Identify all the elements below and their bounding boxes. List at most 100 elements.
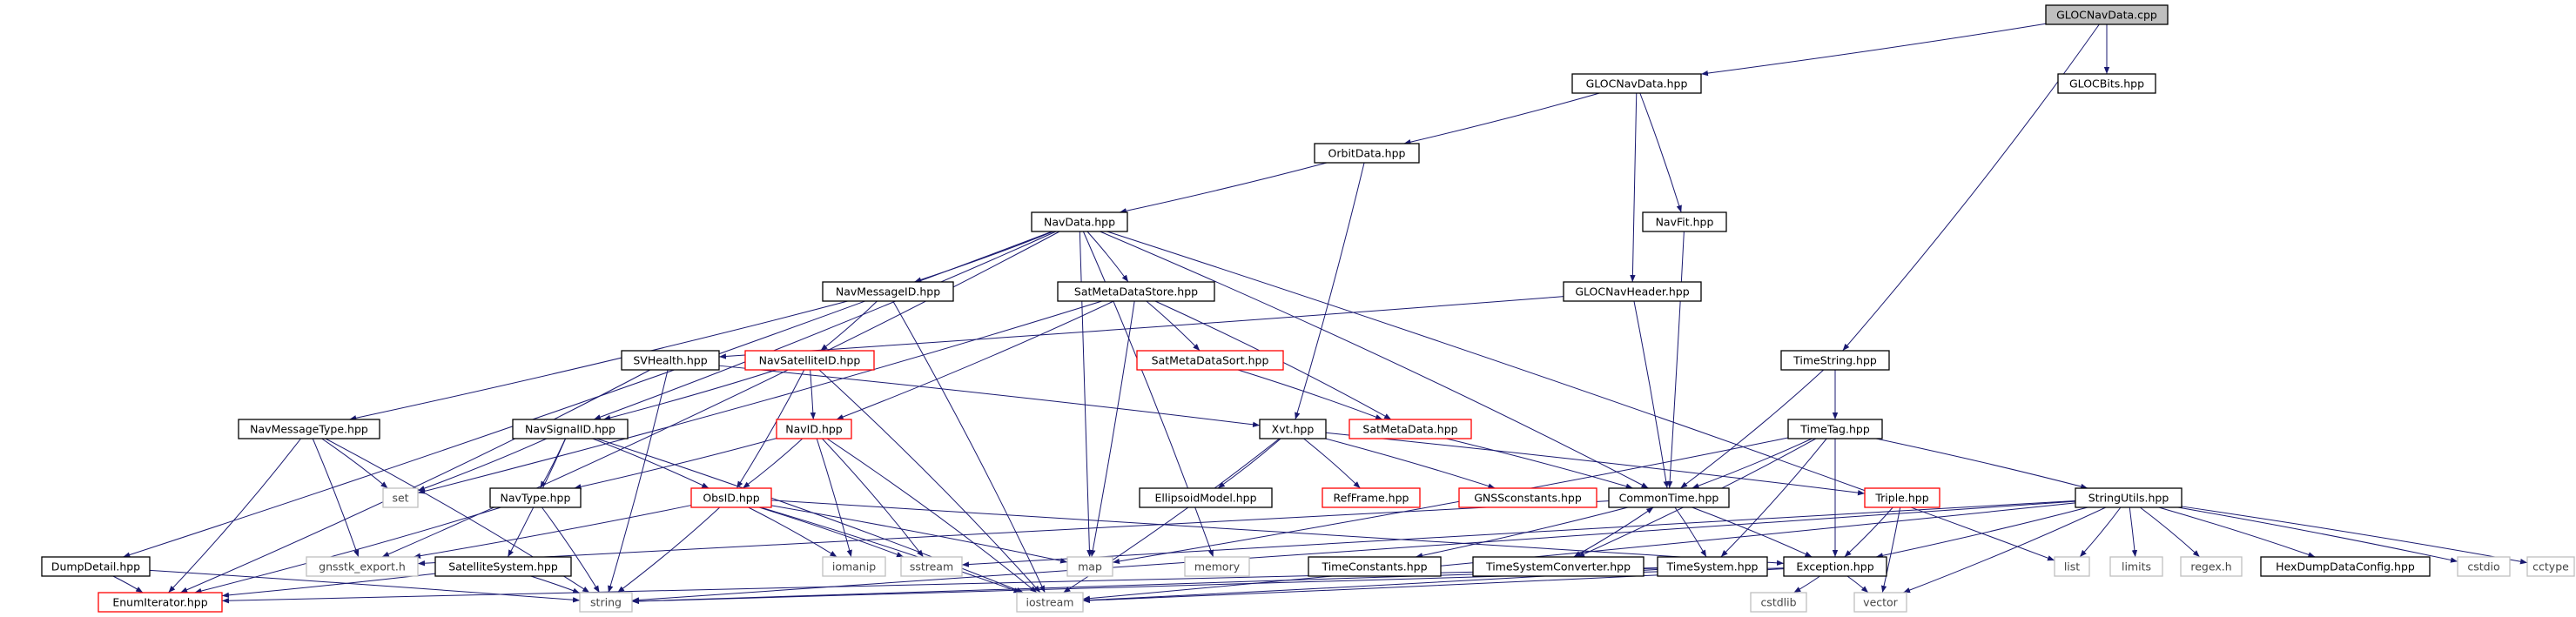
node-triple-hpp[interactable]: Triple.hpp: [1864, 487, 1940, 508]
node-glocnavdata-hpp[interactable]: GLOCNavData.hpp: [1571, 73, 1702, 94]
node-enumiterator-hpp[interactable]: EnumIterator.hpp: [98, 592, 223, 613]
node-navmessagetype-hpp[interactable]: NavMessageType.hpp: [238, 419, 380, 439]
edge-xvt-hpp-to-gnssconstants-hpp: [1325, 438, 1496, 489]
node-label: CommonTime.hpp: [1619, 492, 1719, 505]
node-label: TimeSystemConverter.hpp: [1485, 560, 1631, 573]
edge-navsatelliteid-hpp-to-navid-hpp: [810, 369, 817, 420]
node-xvt-hpp[interactable]: Xvt.hpp: [1259, 419, 1327, 439]
node-ellipsoidmodel-hpp[interactable]: EllipsoidModel.hpp: [1139, 487, 1273, 508]
node-box: [382, 487, 419, 508]
edge-stringutils-hpp-to-cstdio: [2177, 506, 2458, 563]
node-glocnavheader-hpp[interactable]: GLOCNavHeader.hpp: [1563, 281, 1702, 302]
node-navdata-hpp[interactable]: NavData.hpp: [1031, 211, 1128, 232]
edge-navsatelliteid-hpp-to-navsignalid-hpp: [603, 369, 777, 421]
edge-navsignalid-hpp-to-iostream: [596, 438, 1024, 594]
node-navfit-hpp[interactable]: NavFit.hpp: [1642, 211, 1727, 232]
node-label: Xvt.hpp: [1272, 423, 1315, 436]
node-label: cstdio: [2467, 560, 2499, 573]
node-label: TimeConstants.hpp: [1321, 560, 1427, 573]
node-timesystem-hpp[interactable]: TimeSystem.hpp: [1657, 556, 1768, 577]
node-satellitesystem-hpp[interactable]: SatelliteSystem.hpp: [434, 556, 572, 577]
edge-obsid-hpp-to-map: [770, 505, 1068, 564]
node-label: GNSSconstants.hpp: [1474, 492, 1582, 505]
node-label: vector: [1863, 596, 1899, 609]
node-stringutils-hpp[interactable]: StringUtils.hpp: [2075, 487, 2183, 508]
node-label: SatMetaDataSort.hpp: [1152, 354, 1269, 367]
edge-stringutils-hpp-to-limits: [2129, 506, 2138, 558]
node-box: [2260, 556, 2431, 577]
node-set: set: [382, 487, 419, 508]
node-box: [776, 419, 852, 439]
node-label: HexDumpDataConfig.hpp: [2276, 560, 2415, 573]
edge-obsid-hpp-to-gnsstk-export-h: [413, 505, 692, 559]
node-gnssconstants-hpp[interactable]: GNSSconstants.hpp: [1458, 487, 1597, 508]
edge-stringutils-hpp-to-vector: [1902, 506, 2107, 594]
node-label: ObsID.hpp: [703, 492, 759, 505]
node-refframe-hpp[interactable]: RefFrame.hpp: [1322, 487, 1421, 508]
node-label: NavSignalID.hpp: [525, 423, 615, 436]
node-exception-hpp[interactable]: Exception.hpp: [1783, 556, 1887, 577]
node-glocbits-hpp[interactable]: GLOCBits.hpp: [2057, 73, 2156, 94]
node-vector: vector: [1853, 592, 1907, 613]
node-navid-hpp[interactable]: NavID.hpp: [776, 419, 852, 439]
edge-navdata-hpp-to-gnsstk-export-h: [381, 231, 1060, 558]
node-navsatelliteid-hpp[interactable]: NavSatelliteID.hpp: [744, 350, 875, 371]
edge-navsignalid-hpp-to-obsid-hpp: [592, 438, 710, 489]
node-box: [98, 592, 223, 613]
node-label: EnumIterator.hpp: [112, 596, 207, 609]
node-box: [512, 419, 629, 439]
edge-navid-hpp-to-iostream: [826, 438, 1038, 594]
node-navtype-hpp[interactable]: NavType.hpp: [489, 487, 582, 508]
node-timetag-hpp[interactable]: TimeTag.hpp: [1787, 419, 1883, 439]
node-commontime-hpp[interactable]: CommonTime.hpp: [1608, 487, 1730, 508]
edge-glocnavdata-hpp-to-navfit-hpp: [1639, 92, 1682, 213]
node-label: TimeSystem.hpp: [1666, 560, 1759, 573]
node-label: string: [590, 596, 622, 609]
edge-satmetadatasort-hpp-to-satmetadata-hpp: [1237, 369, 1383, 420]
node-timeconstants-hpp[interactable]: TimeConstants.hpp: [1308, 556, 1442, 577]
edge-stringutils-hpp-to-hexdumpdataconfig-hpp: [2158, 506, 2316, 558]
node-box: [1642, 211, 1727, 232]
node-label: limits: [2122, 560, 2151, 573]
node-box: [1571, 73, 1702, 94]
node-label: gnsstk_export.h: [319, 560, 406, 573]
edge-navsignalid-hpp-to-set: [417, 438, 548, 492]
node-satmetadatasort-hpp[interactable]: SatMetaDataSort.hpp: [1136, 350, 1284, 371]
node-svhealth-hpp[interactable]: SVHealth.hpp: [621, 350, 720, 371]
node-satmetadata-hpp[interactable]: SatMetaData.hpp: [1349, 419, 1472, 439]
node-dumpdetail-hpp[interactable]: DumpDetail.hpp: [41, 556, 151, 577]
node-label: cstdlib: [1760, 596, 1796, 609]
node-obsid-hpp[interactable]: ObsID.hpp: [690, 487, 772, 508]
edge-glocnavdata-hpp-to-orbitdata-hpp: [1403, 92, 1600, 145]
node-box: [2109, 556, 2163, 577]
node-box: [822, 556, 886, 577]
edge-stringutils-hpp-to-string: [631, 500, 2076, 603]
edge-stringutils-hpp-to-regex-h: [2139, 506, 2201, 558]
node-label: NavMessageID.hpp: [836, 285, 940, 298]
edge-navdata-hpp-to-dumpdetail-hpp: [123, 231, 1053, 558]
edge-navsatelliteid-hpp-to-iostream: [818, 369, 1041, 594]
node-satmetadatastore-hpp[interactable]: SatMetaDataStore.hpp: [1057, 281, 1215, 302]
edge-satmetadatastore-hpp-to-set: [417, 300, 1102, 494]
node-navsignalid-hpp[interactable]: NavSignalID.hpp: [512, 419, 629, 439]
edge-obsid-hpp-to-sstream: [758, 506, 905, 558]
node-memory: memory: [1184, 556, 1250, 577]
node-timesystemconverter-hpp[interactable]: TimeSystemConverter.hpp: [1472, 556, 1644, 577]
edge-navfit-hpp-to-commontime-hpp: [1666, 231, 1685, 489]
node-label: list: [2064, 560, 2080, 573]
node-navmessageid-hpp[interactable]: NavMessageID.hpp: [822, 281, 954, 302]
node-box: [2075, 487, 2183, 508]
node-label: RefFrame.hpp: [1334, 492, 1409, 505]
node-orbitdata-hpp[interactable]: OrbitData.hpp: [1314, 143, 1420, 164]
edge-commontime-hpp-to-timeconstants-hpp: [1415, 506, 1629, 559]
node-timestring-hpp[interactable]: TimeString.hpp: [1780, 350, 1890, 371]
node-box: [1259, 419, 1327, 439]
node-hexdumpdataconfig-hpp[interactable]: HexDumpDataConfig.hpp: [2260, 556, 2431, 577]
node-glocnavdata-cpp[interactable]: GLOCNavData.cpp: [2045, 4, 2169, 25]
node-label: regex.h: [2190, 560, 2231, 573]
edge-navmessagetype-hpp-to-enumiterator-hpp: [168, 438, 301, 594]
node-box: [822, 281, 954, 302]
edge-triple-hpp-to-vector: [1880, 506, 1901, 594]
